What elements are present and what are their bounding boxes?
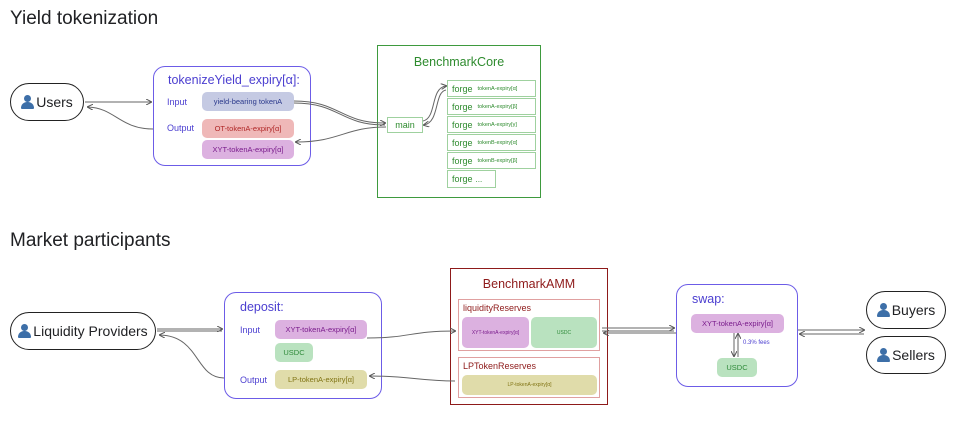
- token-xyt: XYT-tokenA-expiry[α]: [202, 140, 294, 159]
- token-lp: LP-tokenA-expiry[α]: [275, 370, 367, 389]
- liquidity-reserves-title: liquidityReserves: [463, 303, 532, 313]
- token-xyt: XYT-tokenA-expiry[α]: [275, 320, 367, 339]
- forge-label: forge: [452, 137, 473, 148]
- arrow-input-to-main: [293, 100, 385, 123]
- token-lp: LP-tokenA-expiry[α]: [462, 375, 597, 395]
- tokenize-yield-title: tokenizeYield_expiry[α]:: [168, 73, 300, 87]
- forge-item: forge tokenA-expiry[β]: [447, 98, 536, 115]
- arrow-forge-to-main: [424, 89, 447, 125]
- user-icon: [877, 348, 891, 362]
- benchmark-core-title: BenchmarkCore: [413, 55, 505, 69]
- forge-sub: tokenA-expiry[α]: [477, 85, 518, 92]
- input-label: Input: [167, 97, 188, 107]
- token-xyt: XYT-tokenA-expiry[α]: [462, 317, 529, 348]
- arrow-deposit-to-reserves: [366, 331, 455, 339]
- users-actor: Users: [10, 83, 84, 121]
- lp-token-reserves: LPTokenReserves LP-tokenA-expiry[α]: [458, 357, 600, 398]
- forge-label: forge: [452, 83, 473, 94]
- forge-sub: tokenB-expiry[β]: [477, 157, 518, 164]
- deposit-function: deposit: Input Output XYT-tokenA-expiry[…: [224, 292, 382, 399]
- user-icon: [876, 303, 890, 317]
- user-icon: [21, 95, 35, 109]
- swap-title: swap:: [692, 292, 725, 306]
- sellers-actor: Sellers: [866, 336, 946, 374]
- tokenize-yield-function: tokenizeYield_expiry[α]: Input Output yi…: [153, 66, 311, 166]
- forge-sub: ...: [475, 174, 483, 184]
- buyers-actor: Buyers: [866, 291, 946, 329]
- forge-sub: tokenA-expiry[β]: [477, 103, 518, 110]
- user-icon: [18, 324, 32, 338]
- forge-item: forge tokenB-expiry[α]: [447, 134, 536, 151]
- forge-label: forge: [452, 155, 473, 166]
- arrow-deposit-to-lp: [160, 335, 225, 379]
- forge-item: forge...: [447, 170, 496, 188]
- fee-label: 0.3% fees: [743, 340, 770, 346]
- forge-sub: tokenB-expiry[α]: [477, 139, 518, 146]
- arrow-output-to-users: [88, 107, 154, 130]
- arrow-main-to-forge: [422, 86, 446, 122]
- arrow-reserves-to-output: [370, 376, 456, 382]
- buyers-label: Buyers: [891, 302, 936, 318]
- sellers-label: Sellers: [892, 347, 935, 363]
- benchmark-amm-title: BenchmarkAMM: [482, 277, 576, 291]
- token-ot: OT-tokenA-expiry[α]: [202, 119, 294, 138]
- forge-label: forge: [452, 119, 473, 130]
- liquidity-providers-actor: Liquidity Providers: [10, 312, 156, 350]
- token-yield-bearing: yield-bearing tokenA: [202, 92, 294, 111]
- token-usdc: USDC: [717, 358, 757, 377]
- forge-item: forge tokenA-expiry[γ]: [447, 116, 536, 133]
- forge-sub: tokenA-expiry[γ]: [477, 121, 517, 128]
- lp-token-reserves-title: LPTokenReserves: [463, 361, 537, 371]
- token-usdc: USDC: [531, 317, 597, 348]
- section-title-yield-tokenization: Yield tokenization: [10, 8, 159, 29]
- input-label: Input: [240, 325, 261, 335]
- forge-item: forge tokenB-expiry[β]: [447, 152, 536, 169]
- liquidity-reserves: liquidityReserves XYT-tokenA-expiry[α] U…: [458, 299, 600, 351]
- deposit-title: deposit:: [240, 300, 284, 314]
- token-xyt: XYT-tokenA-expiry[α]: [691, 314, 784, 333]
- users-label: Users: [36, 94, 73, 110]
- forge-item: forge tokenA-expiry[α]: [447, 80, 536, 97]
- output-label: Output: [167, 123, 195, 133]
- arrow-input-to-main-2: [293, 102, 386, 126]
- output-label: Output: [240, 375, 268, 385]
- section-title-market-participants: Market participants: [10, 230, 171, 251]
- arrow-main-to-output: [296, 126, 387, 142]
- forge-label: forge: [452, 174, 473, 184]
- benchmark-amm: BenchmarkAMM liquidityReserves XYT-token…: [450, 268, 608, 405]
- token-usdc: USDC: [275, 343, 313, 362]
- liquidity-providers-label: Liquidity Providers: [33, 323, 148, 339]
- forge-label: forge: [452, 101, 473, 112]
